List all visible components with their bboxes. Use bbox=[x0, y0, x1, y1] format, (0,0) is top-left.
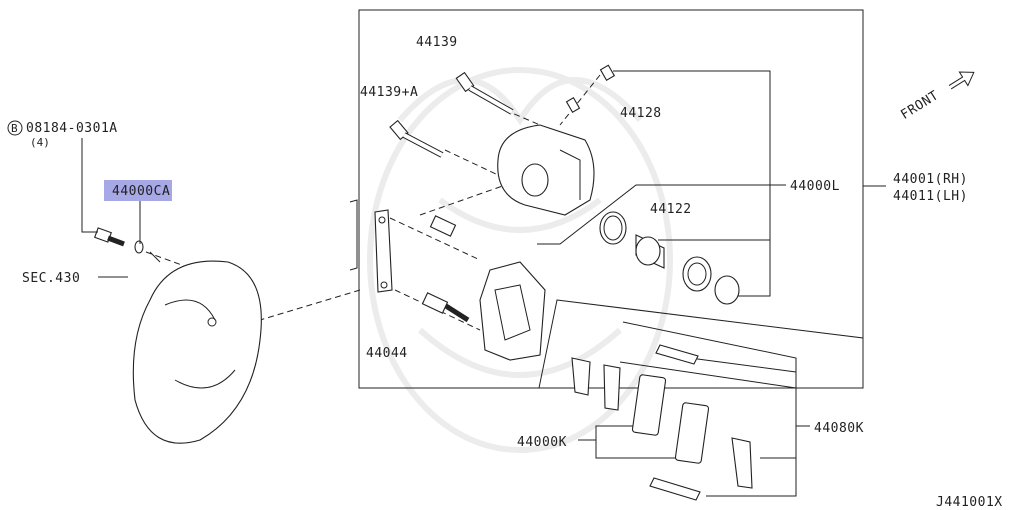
bleeder-screw-44128 bbox=[565, 64, 616, 113]
label-44139: 44139 bbox=[416, 35, 458, 50]
drawing-id: J441001X bbox=[936, 495, 1003, 510]
label-44011: 44011(LH) bbox=[893, 189, 968, 204]
caliper-assembly-box bbox=[358, 9, 864, 389]
label-44000ca: 44000CA bbox=[112, 184, 170, 199]
front-arrow-icon bbox=[948, 71, 975, 90]
caliper-lower-cutout bbox=[538, 299, 864, 389]
guide-pin-44139 bbox=[455, 71, 514, 115]
front-indicator: FRONT bbox=[898, 71, 975, 123]
pad-shims bbox=[571, 344, 753, 501]
label-44000k: 44000K bbox=[517, 435, 567, 450]
watermark bbox=[367, 67, 673, 453]
label-44080k: 44080K bbox=[814, 421, 864, 436]
label-44139a: 44139+A bbox=[360, 85, 418, 100]
label-44122: 44122 bbox=[650, 202, 692, 217]
label-sec430: SEC.430 bbox=[22, 271, 80, 286]
part-highlight bbox=[104, 180, 172, 201]
bolt-mark: B bbox=[11, 122, 18, 135]
label-44001: 44001(RH) bbox=[893, 172, 968, 187]
label-44128: 44128 bbox=[620, 106, 662, 121]
label-44000l: 44000L bbox=[790, 179, 840, 194]
caliper-bracket bbox=[479, 261, 546, 361]
label-44044: 44044 bbox=[366, 346, 408, 361]
front-label: FRONT bbox=[898, 88, 941, 123]
bolt-mark-icon bbox=[7, 120, 23, 136]
label-bolt-ref: 08184-0301A bbox=[26, 121, 118, 136]
label-bolt-qty: (4) bbox=[30, 136, 50, 149]
backing-plate bbox=[132, 251, 262, 444]
pin-boots bbox=[421, 215, 470, 323]
guide-pin-44139a bbox=[389, 119, 444, 158]
support-plate-44044 bbox=[349, 199, 393, 293]
piston-seal-kit-44122 bbox=[599, 211, 740, 305]
brake-pads-44000k bbox=[631, 374, 710, 464]
mounting-bolt bbox=[94, 227, 144, 254]
caliper-body bbox=[497, 124, 595, 216]
